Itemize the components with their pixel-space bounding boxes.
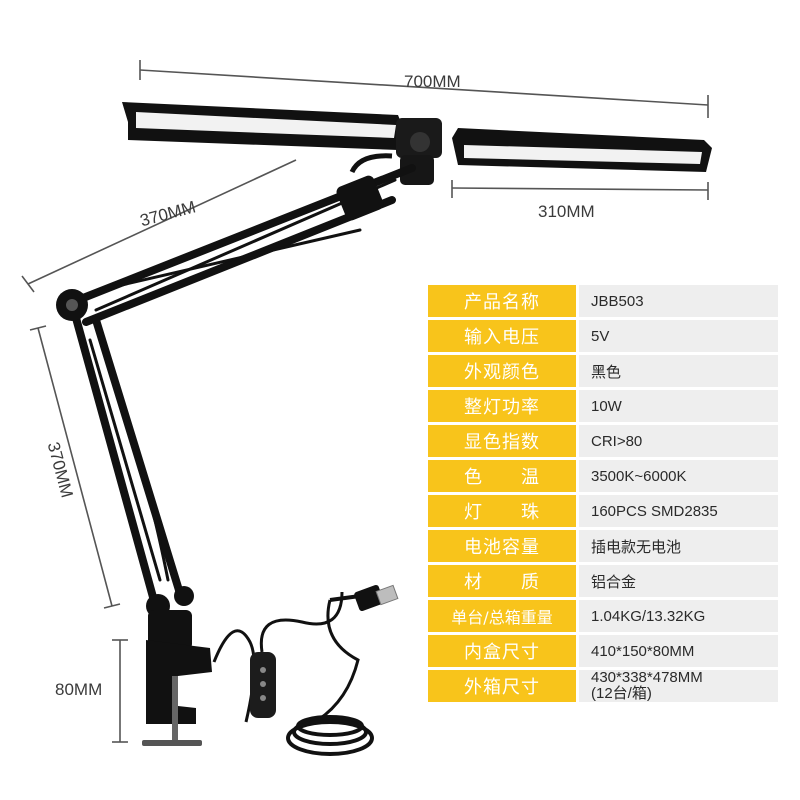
spec-value-line: 430*338*478MM [591, 669, 703, 686]
spec-value: 1.04KG/13.32KG [576, 600, 778, 635]
swing-arm [56, 164, 416, 618]
spec-value-note: (12台/箱) [591, 685, 652, 702]
spec-key: 电池容量 [428, 530, 576, 565]
spec-key: 输入电压 [428, 320, 576, 355]
spec-value: CRI>80 [576, 425, 778, 460]
head-length-label: 310MM [538, 202, 595, 221]
total-width-label: 700MM [404, 72, 461, 91]
spec-value: 410*150*80MM [576, 635, 778, 670]
spec-row: 外箱尺寸 430*338*478MM (12台/箱) [428, 670, 778, 705]
clamp-height-label: 80MM [55, 680, 103, 699]
spec-key: 材 质 [428, 565, 576, 600]
spec-value: 插电款无电池 [576, 530, 778, 565]
spec-value: JBB503 [576, 285, 778, 320]
dimension-lines [21, 60, 709, 743]
spec-key: 整灯功率 [428, 390, 576, 425]
spec-row: 材 质铝合金 [428, 565, 778, 600]
spec-key: 外观颜色 [428, 355, 576, 390]
spec-key: 单台/总箱重量 [428, 600, 576, 635]
lamp-heads [122, 102, 712, 185]
spec-row: 外观颜色黑色 [428, 355, 778, 390]
clamp-base [142, 610, 212, 746]
spec-key: 色 温 [428, 460, 576, 495]
spec-value: 430*338*478MM (12台/箱) [576, 670, 778, 705]
spec-key: 内盒尺寸 [428, 635, 576, 670]
spec-key: 外箱尺寸 [428, 670, 576, 705]
spec-key: 显色指数 [428, 425, 576, 460]
spec-value: 10W [576, 390, 778, 425]
spec-value: 160PCS SMD2835 [576, 495, 778, 530]
spec-value: 黑色 [576, 355, 778, 390]
spec-row: 电池容量插电款无电池 [428, 530, 778, 565]
usb-cable [212, 584, 399, 756]
spec-key: 产品名称 [428, 285, 576, 320]
spec-key: 灯 珠 [428, 495, 576, 530]
spec-value: 3500K~6000K [576, 460, 778, 495]
spec-value: 5V [576, 320, 778, 355]
spec-value: 铝合金 [576, 565, 778, 600]
